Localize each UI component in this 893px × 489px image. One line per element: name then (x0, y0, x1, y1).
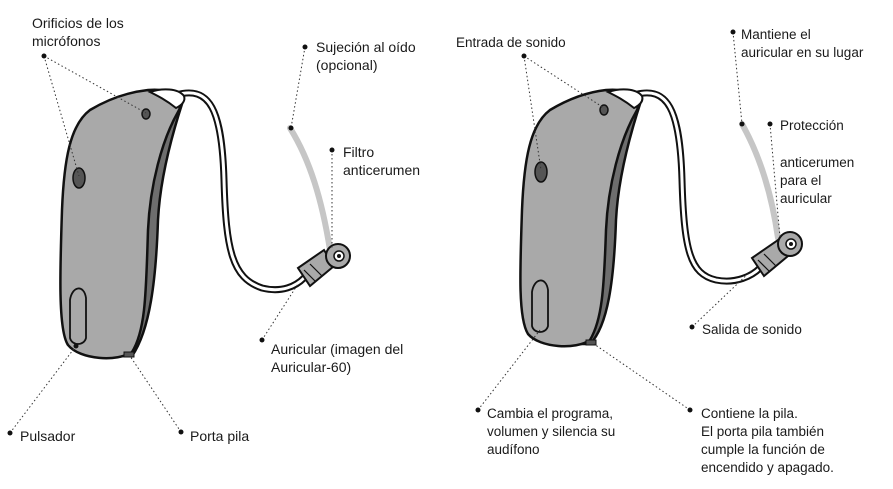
label-ear-retention: Sujeción al oído (opcional) (316, 39, 416, 73)
label-button-function: Cambia el programa, volumen y silencia s… (487, 406, 616, 457)
left-hearing-aid (59, 88, 351, 360)
right-body (519, 88, 640, 348)
label-protection-detail: anticerumen para el auricular (780, 155, 855, 206)
label-protection: Protección (780, 118, 844, 133)
left-leader-dots (7, 44, 335, 436)
label-wax-filter: Filtro anticerumen (343, 144, 421, 178)
left-retention-line (287, 125, 333, 253)
right-leader-dots (475, 29, 773, 413)
left-tube (172, 89, 308, 294)
right-receiver (750, 231, 803, 278)
right-hearing-aid (519, 88, 803, 348)
label-retention-note: Mantiene el auricular en su lugar (741, 27, 864, 60)
label-sound-inlet: Entrada de sonido (456, 35, 566, 50)
label-sound-outlet: Salida de sonido (702, 322, 802, 337)
label-microphone-openings: Orificios de los micrófonos (32, 15, 124, 49)
left-body (59, 88, 182, 360)
right-retention-line (739, 121, 781, 241)
right-tube (630, 89, 764, 285)
label-push-button: Pulsador (20, 428, 76, 444)
left-leader-lines (9, 46, 333, 434)
label-battery-door: Porta pila (190, 428, 250, 444)
label-receiver: Auricular (imagen del Auricular-60) (271, 341, 404, 375)
left-receiver (296, 243, 351, 288)
right-leader-lines (477, 31, 781, 411)
label-battery-function: Contiene la pila. El porta pila también … (701, 406, 834, 475)
